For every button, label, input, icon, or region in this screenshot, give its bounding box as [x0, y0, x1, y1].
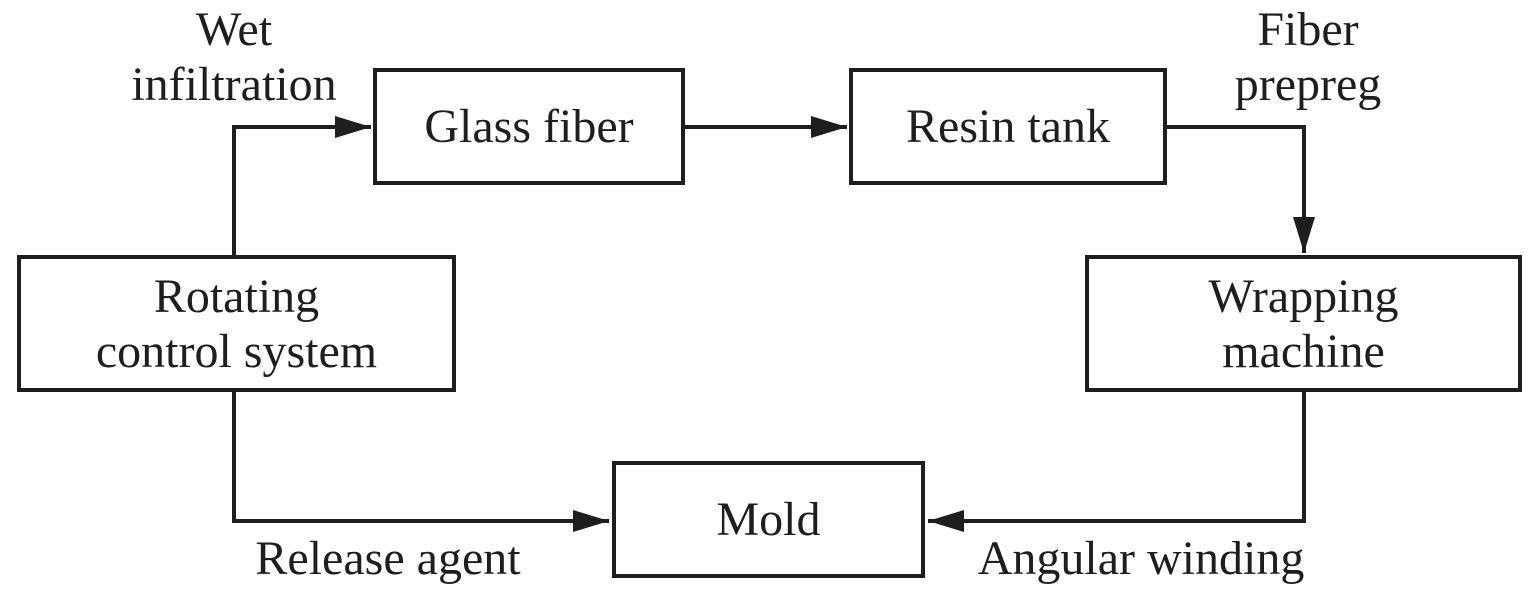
edge-label-wet-infiltration-line1: Wet: [195, 3, 273, 56]
node-glass-fiber: Glass fiber: [373, 68, 685, 185]
node-wrapping-machine: Wrapping machine: [1085, 255, 1522, 392]
node-wrapping-label-line2: machine: [1222, 324, 1385, 378]
edge-wrapping-machine-to-mold: [928, 391, 1306, 532]
node-resin-tank-label: Resin tank: [906, 100, 1110, 153]
edge-label-release-agent-text: Release agent: [255, 532, 521, 585]
edge-rotating-to-glass-fiber: [232, 116, 371, 256]
edge-label-wet-infiltration-line2: infiltration: [131, 58, 337, 111]
node-rotating-label-line2: control system: [95, 324, 378, 378]
edge-label-fiber-prepreg: Fiber prepreg: [1138, 2, 1478, 112]
node-wrapping-label-line1: Wrapping: [1208, 269, 1399, 323]
node-mold: Mold: [612, 461, 925, 578]
node-rotating-label-line1: Rotating: [153, 269, 320, 323]
node-glass-fiber-label: Glass fiber: [424, 100, 634, 153]
edge-label-fiber-prepreg-line2: prepreg: [1234, 58, 1382, 111]
edge-label-wet-infiltration: Wet infiltration: [64, 2, 404, 112]
edge-label-fiber-prepreg-line1: Fiber: [1257, 3, 1359, 56]
edge-resin-tank-to-wrapping-machine: [1167, 125, 1315, 253]
edge-label-release-agent: Release agent: [208, 531, 568, 586]
edge-label-angular-winding-text: Angular winding: [977, 532, 1305, 585]
edge-rotating-to-mold: [232, 391, 609, 532]
edge-label-angular-winding: Angular winding: [951, 531, 1331, 586]
node-resin-tank: Resin tank: [849, 68, 1167, 185]
node-rotating-control-system: Rotating control system: [17, 255, 456, 392]
node-mold-label: Mold: [716, 493, 821, 546]
